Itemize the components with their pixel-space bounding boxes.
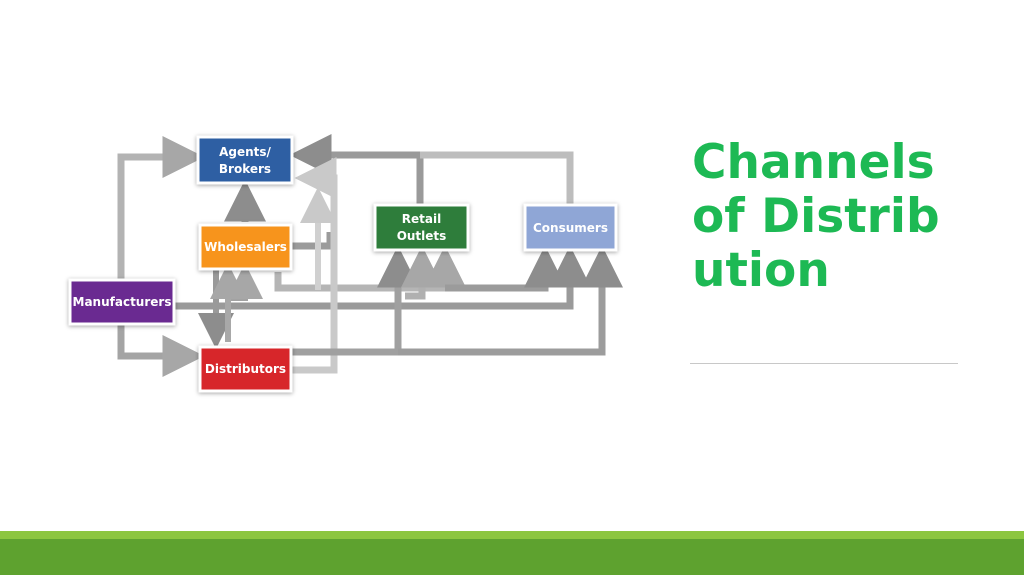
arrow-route-to-retail-middle bbox=[401, 245, 443, 300]
arrow-distributors-to-agents bbox=[292, 157, 338, 374]
node-retail-outlets: Retail Outlets bbox=[373, 203, 470, 252]
wholesalers-box bbox=[198, 223, 293, 271]
footer-band-light bbox=[0, 531, 1024, 539]
retail-outlets-label-line2: Outlets bbox=[397, 229, 447, 243]
connector-arrows bbox=[117, 134, 623, 377]
title-underline bbox=[690, 363, 958, 364]
consumers-label: Consumers bbox=[533, 221, 608, 235]
retail-outlets-box bbox=[373, 203, 470, 252]
node-manufacturers: Manufacturers bbox=[68, 278, 176, 326]
distributors-label: Distributors bbox=[205, 362, 286, 376]
node-agents-brokers: Agents/ Brokers bbox=[196, 135, 294, 185]
agents-brokers-label-line2: Brokers bbox=[219, 162, 271, 176]
wholesalers-label: Wholesalers bbox=[204, 240, 287, 254]
distributors-box bbox=[198, 345, 293, 393]
arrow-wholesalers-low-route bbox=[274, 245, 466, 292]
arrow-wholesalers-to-consumers bbox=[445, 245, 566, 292]
arrow-wholesalers-to-retail bbox=[292, 232, 334, 250]
arrow-manufacturers-to-consumers bbox=[172, 245, 591, 310]
footer-band-dark bbox=[0, 539, 1024, 575]
agents-brokers-label-line1: Agents/ bbox=[219, 145, 271, 159]
slide-title: Channels of Distribution bbox=[692, 135, 940, 298]
arrow-distributors-to-consumers bbox=[398, 245, 623, 356]
manufacturers-box bbox=[68, 278, 176, 326]
agents-brokers-box bbox=[196, 135, 294, 185]
consumers-box bbox=[523, 203, 618, 252]
manufacturers-label: Manufacturers bbox=[73, 295, 172, 309]
node-distributors: Distributors bbox=[198, 345, 293, 393]
retail-outlets-label-line1: Retail bbox=[402, 212, 441, 226]
node-wholesalers: Wholesalers bbox=[198, 223, 293, 271]
arrow-manufacturers-to-agents bbox=[117, 136, 205, 282]
arrow-manufacturers-to-distributors bbox=[117, 323, 205, 377]
arrow-consumers-to-agents bbox=[420, 151, 574, 204]
node-consumers: Consumers bbox=[523, 203, 618, 252]
